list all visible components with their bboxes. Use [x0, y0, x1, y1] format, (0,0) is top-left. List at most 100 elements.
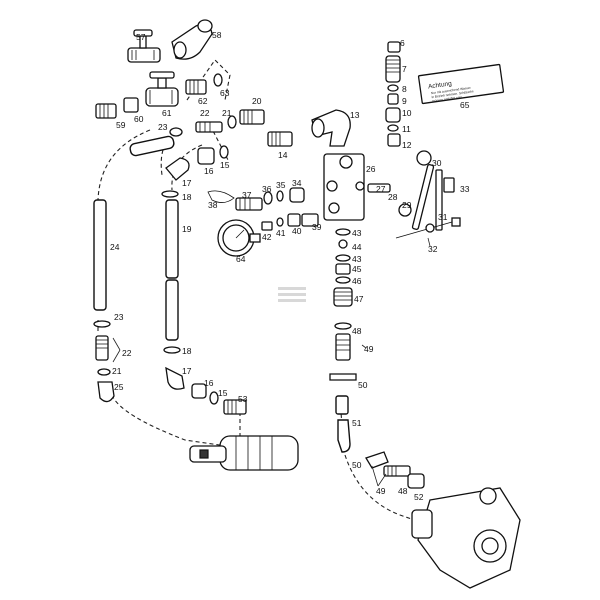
callout-26: 26	[366, 164, 376, 174]
callout-44: 44	[352, 242, 362, 252]
washer-35	[276, 190, 284, 202]
callout-6: 6	[400, 38, 405, 48]
valve-body-26	[323, 153, 365, 221]
fitting-20	[239, 109, 265, 125]
callout-63: 63	[220, 88, 230, 98]
callout-51: 51	[352, 418, 362, 428]
nut-16b	[191, 383, 207, 399]
hose-24	[93, 199, 107, 311]
callout-65: 65	[460, 100, 470, 110]
ring-36	[263, 191, 273, 205]
callout-34: 34	[292, 178, 302, 188]
callout-8: 8	[402, 84, 407, 94]
callout-13: 13	[350, 110, 360, 120]
ring-15a	[219, 145, 229, 159]
callout-21a: 21	[222, 108, 232, 118]
callout-30: 30	[432, 158, 442, 168]
callout-10: 10	[402, 108, 412, 118]
hose-nipple-22a	[195, 121, 223, 133]
callout-12: 12	[402, 140, 412, 150]
lower-right-fittings	[365, 451, 425, 489]
callout-32: 32	[428, 244, 438, 254]
callout-14: 14	[278, 150, 288, 160]
sign-line-1: Nur mit ausreichend Wasser	[431, 86, 472, 96]
callout-38: 38	[208, 200, 218, 210]
pump-housing-right	[411, 487, 521, 589]
callout-48b: 48	[398, 486, 408, 496]
callout-29: 29	[402, 200, 412, 210]
callout-15b: 15	[218, 388, 228, 398]
callout-7: 7	[402, 64, 407, 74]
elbow-17b	[165, 366, 185, 390]
suction-pipe-23	[129, 135, 175, 157]
elbow-13	[311, 109, 351, 147]
callout-43b: 43	[352, 254, 362, 264]
clamp-18a	[161, 190, 179, 198]
ring-15b	[209, 391, 219, 405]
callout-20: 20	[252, 96, 262, 106]
callout-57: 57	[136, 32, 146, 42]
nut-34	[289, 187, 305, 203]
callout-61: 61	[162, 108, 172, 118]
callout-27: 27	[376, 184, 386, 194]
callout-18a: 18	[182, 192, 192, 202]
nut-60	[123, 97, 139, 113]
callout-45: 45	[352, 264, 362, 274]
callout-19: 19	[182, 224, 192, 234]
ball-valve-61	[145, 71, 179, 107]
hose-51	[335, 395, 351, 453]
callout-16b: 16	[204, 378, 214, 388]
leader-lines	[112, 237, 431, 487]
callout-11: 11	[402, 124, 411, 134]
valve-stack-6-12	[385, 41, 401, 147]
elbow-17a	[165, 157, 190, 181]
fitting-59	[95, 103, 117, 119]
callout-46: 46	[352, 276, 362, 286]
washer-21a	[227, 115, 237, 129]
nut-40	[287, 213, 301, 227]
callout-62: 62	[198, 96, 208, 106]
sign-line-2: in Betrieb nehmen. Schläuche	[431, 89, 474, 99]
washer-21b	[97, 368, 111, 376]
ball-valve-57	[127, 29, 161, 63]
lever-assembly-27-33	[367, 150, 461, 239]
callout-28: 28	[388, 192, 398, 202]
clamp-23a	[169, 127, 183, 137]
callout-23a: 23	[158, 122, 168, 132]
callout-9: 9	[402, 96, 407, 106]
spring-clip-38	[207, 190, 235, 203]
hose-nipple-22b	[95, 335, 109, 361]
callout-60: 60	[134, 114, 144, 124]
callout-41: 41	[276, 228, 286, 238]
clamp-18b	[163, 346, 181, 354]
callout-37: 37	[242, 190, 252, 200]
callout-22b: 22	[122, 348, 132, 358]
sign-line-3: müssen entlüftet sein.	[432, 95, 463, 103]
callout-33: 33	[460, 184, 470, 194]
callout-17a: 17	[182, 178, 192, 188]
callout-39: 39	[312, 222, 322, 232]
nut-16a	[197, 147, 215, 165]
callout-18b: 18	[182, 346, 192, 356]
callout-36: 36	[262, 184, 272, 194]
callout-48a: 48	[352, 326, 362, 336]
callout-64: 64	[236, 254, 246, 264]
callout-25: 25	[114, 382, 124, 392]
hose-19	[165, 199, 179, 341]
callout-24: 24	[110, 242, 120, 252]
callout-52: 52	[414, 492, 424, 502]
washer-41	[276, 217, 284, 227]
callout-21b: 21	[112, 366, 122, 376]
callout-47: 47	[354, 294, 364, 304]
fitting-39	[301, 213, 319, 227]
callout-49b: 49	[376, 486, 386, 496]
callout-53: 53	[238, 394, 248, 404]
callout-22a: 22	[200, 108, 210, 118]
callout-49a: 49	[364, 344, 374, 354]
callout-23b: 23	[114, 312, 124, 322]
callout-58: 58	[212, 30, 222, 40]
ring-63	[213, 73, 223, 87]
pump-housing-left	[189, 435, 299, 471]
fitting-53	[223, 399, 247, 415]
